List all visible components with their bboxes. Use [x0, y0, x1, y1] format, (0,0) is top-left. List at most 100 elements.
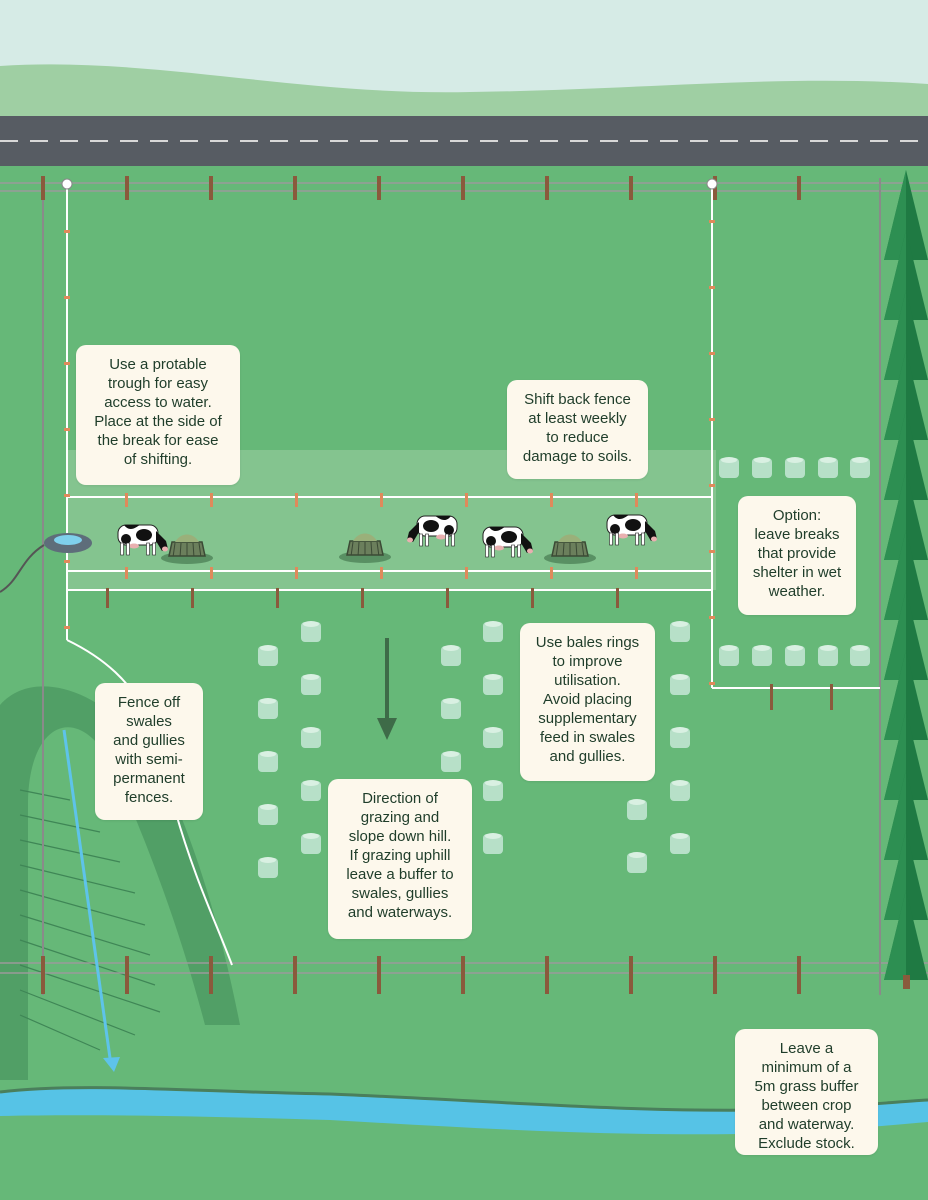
permanent-fence-sides: [42, 178, 881, 995]
insulator: [550, 567, 553, 579]
fence-post: [461, 176, 465, 200]
insulator: [380, 567, 383, 579]
bale-icon: [258, 857, 278, 878]
pine-tree-icon: [884, 410, 928, 500]
fence-post: [41, 176, 45, 200]
bale-icon: [483, 621, 503, 642]
insulator: [709, 550, 715, 553]
pine-tree-icon: [884, 470, 928, 560]
bale-icon: [258, 645, 278, 666]
pine-tree-icon: [884, 290, 928, 380]
insulator: [830, 684, 833, 710]
bale-icon: [818, 645, 838, 666]
bale-icon: [258, 751, 278, 772]
bale-icon: [719, 645, 739, 666]
distant-hills: [0, 64, 928, 130]
bale-icon: [483, 674, 503, 695]
bale-ring-icon: [544, 534, 596, 564]
insulator: [709, 682, 715, 685]
fence-post: [377, 956, 381, 994]
insulator: [210, 493, 213, 507]
insulator: [210, 567, 213, 579]
pine-tree-icon: [884, 230, 928, 320]
bale-icon: [785, 645, 805, 666]
bale-icon: [258, 698, 278, 719]
fence-post: [293, 176, 297, 200]
bale-ring-icon: [161, 534, 213, 564]
back-fence-callout: Shift back fence at least weekly to redu…: [507, 380, 648, 479]
bale-icon: [670, 674, 690, 695]
bale-icon: [441, 698, 461, 719]
bale-icon: [483, 780, 503, 801]
insulator: [106, 588, 109, 608]
electric-fence-insulators: [64, 220, 833, 710]
fence-post: [545, 176, 549, 200]
pine-trees: [884, 170, 928, 989]
insulator: [125, 567, 128, 579]
bale-icon: [483, 833, 503, 854]
bale-icon: [752, 457, 772, 478]
fence-post: [125, 956, 129, 994]
insulator: [64, 560, 70, 563]
fence-post: [629, 956, 633, 994]
insulator: [446, 588, 449, 608]
insulator: [64, 230, 70, 233]
gully-flow-arrow-icon: [62, 729, 120, 1072]
bale-ring-icon: [339, 533, 391, 563]
fence-post: [293, 956, 297, 994]
insulator: [64, 362, 70, 365]
insulator: [550, 493, 553, 507]
fence-reel-right: [706, 178, 718, 190]
insulator: [64, 428, 70, 431]
bale-icon: [258, 804, 278, 825]
insulator: [380, 493, 383, 507]
cow-icon: [407, 515, 458, 547]
bale-icon: [627, 852, 647, 873]
bale-icon: [850, 645, 870, 666]
insulator: [465, 493, 468, 507]
insulator: [361, 588, 364, 608]
bale-icon: [818, 457, 838, 478]
insulator: [770, 684, 773, 710]
pine-tree-icon: [884, 590, 928, 680]
creek: [0, 1087, 928, 1135]
fence-post: [629, 176, 633, 200]
bale-icon: [785, 457, 805, 478]
direction-arrow-icon: [377, 638, 397, 740]
pine-tree-icon: [884, 890, 928, 980]
cow-icon: [482, 526, 533, 558]
fence-post: [377, 176, 381, 200]
bale-icon: [301, 780, 321, 801]
insulator: [191, 588, 194, 608]
insulator: [709, 418, 715, 421]
bale-icon: [670, 833, 690, 854]
bale-icon: [752, 645, 772, 666]
fence-post: [713, 956, 717, 994]
bale-icon: [483, 727, 503, 748]
insulator: [125, 493, 128, 507]
pine-tree-icon: [884, 830, 928, 920]
insulator: [531, 588, 534, 608]
bale-icon: [850, 457, 870, 478]
insulator: [709, 352, 715, 355]
pine-tree-icon: [884, 770, 928, 860]
pine-tree-icon: [884, 350, 928, 440]
fence-post: [209, 956, 213, 994]
cow-icon: [606, 514, 657, 546]
bale-icon: [301, 621, 321, 642]
insulator: [709, 484, 715, 487]
fence-post: [41, 956, 45, 994]
tree-trunk: [903, 975, 910, 989]
fence-post: [797, 956, 801, 994]
swales-callout: Fence off swales and gullies with semi- …: [95, 683, 203, 820]
insulator: [635, 493, 638, 507]
fence-reel-left: [61, 178, 73, 190]
fence-post: [545, 956, 549, 994]
insulator: [64, 494, 70, 497]
insulator: [295, 567, 298, 579]
bale-icon: [441, 751, 461, 772]
pine-tree-icon: [884, 710, 928, 800]
bale-rings: [161, 533, 596, 564]
bale-icon: [719, 457, 739, 478]
fence-post: [209, 176, 213, 200]
